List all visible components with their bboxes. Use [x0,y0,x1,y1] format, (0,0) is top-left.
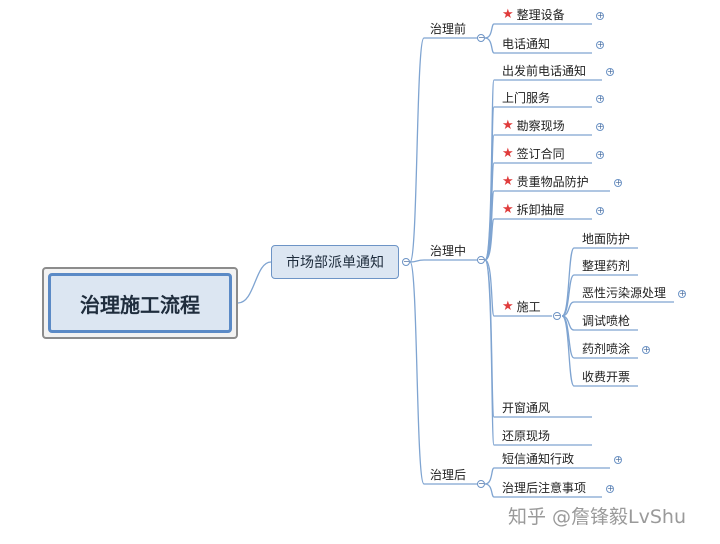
node-2-1-label: 治理后注意事项 [502,481,587,495]
node-0-1[interactable]: 电话通知 [502,37,550,51]
stage-collapse-icon-0[interactable]: − [477,33,485,42]
grandchild-node-3[interactable]: 调试喷枪 [582,314,630,328]
node-1-3[interactable]: ★签订合同 [502,146,565,162]
stage-node-2[interactable]: 治理后 [430,468,466,482]
node-1-1[interactable]: 上门服务 [502,91,550,105]
node-1-2[interactable]: ★勘察现场 [502,118,565,134]
node-1-6-label: 施工 [516,300,541,314]
grandchild-node-2[interactable]: 恶性污染源处理 [582,286,666,300]
connector-stage-1-child-8 [484,259,495,446]
main-node-dispatch[interactable]: 市场部派单通知 [271,245,399,279]
connector-grandchild-5 [561,315,575,387]
grandchild-node-4-label: 药剂喷涂 [582,342,631,356]
grandchild-node-5[interactable]: 收费开票 [582,370,630,384]
expand-plus-icon-1-3[interactable]: + [596,150,604,159]
node-1-8-label: 还原现场 [502,429,551,443]
connector-root-main [237,261,272,304]
root-node[interactable]: 治理施工流程 [42,267,238,339]
star-icon: ★ [502,299,514,314]
connector-grandchild-1 [561,274,575,317]
grandchild-expand-icon-4[interactable]: + [642,345,650,354]
node-2-0[interactable]: 短信通知行政 [502,452,574,466]
star-icon: ★ [502,146,514,161]
grandchild-node-5-label: 收费开票 [582,370,631,384]
grandchild-node-1[interactable]: 整理药剂 [582,259,630,273]
expand-plus-icon-1-5[interactable]: + [596,206,604,215]
node-0-0-label: 整理设备 [516,8,565,22]
stage-collapse-icon-2[interactable]: − [477,479,485,488]
main-collapse-icon[interactable]: − [402,257,410,266]
connector-stage-0-child-0 [484,23,495,39]
node-1-0[interactable]: 出发前电话通知 [502,64,586,78]
connector-stage-2-child-0 [484,467,495,485]
grandchild-node-4[interactable]: 药剂喷涂 [582,342,630,356]
connector-grandchild-0 [561,247,575,317]
connector-stage-1-child-5 [484,218,495,261]
node-2-0-label: 短信通知行政 [502,452,575,466]
grandchild-node-1-label: 整理药剂 [582,259,631,273]
connector-stage-0-child-1 [484,37,495,54]
node-0-1-label: 电话通知 [502,37,551,51]
grandchild-node-0-label: 地面防护 [582,232,631,246]
node-1-2-label: 勘察现场 [516,119,565,133]
grandchild-node-2-label: 恶性污染源处理 [582,286,667,300]
stage-collapse-icon-1[interactable]: − [477,255,485,264]
grandchild-expand-icon-2[interactable]: + [678,289,686,298]
star-icon: ★ [502,174,514,189]
node-1-3-label: 签订合同 [516,147,565,161]
connector-stage-1-child-6 [484,259,495,317]
node-1-7-label: 开窗通风 [502,401,551,415]
star-icon: ★ [502,7,514,22]
watermark: 知乎 @詹锋毅LvShu [508,506,687,528]
star-icon: ★ [502,202,514,217]
node-1-5-label: 拆卸抽屉 [516,203,565,217]
connector-stage-1 [409,259,425,263]
node-2-1[interactable]: 治理后注意事项 [502,481,586,495]
star-icon: ★ [502,118,514,133]
connector-stage-2 [409,261,425,485]
expand-plus-icon-1-2[interactable]: + [596,122,604,131]
node-1-4[interactable]: ★贵重物品防护 [502,174,589,190]
expand-plus-icon-2-0[interactable]: + [614,455,622,464]
node-1-5[interactable]: ★拆卸抽屉 [502,202,565,218]
expand-plus-icon-0-0[interactable]: + [596,11,604,20]
node-1-1-label: 上门服务 [502,91,551,105]
node-1-7[interactable]: 开窗通风 [502,401,550,415]
stage-node-0-label: 治理前 [430,22,467,36]
stage-node-0[interactable]: 治理前 [430,22,466,36]
expand-plus-icon-1-0[interactable]: + [606,67,614,76]
expand-plus-icon-1-4[interactable]: + [614,178,622,187]
grandchild-node-3-label: 调试喷枪 [582,314,631,328]
node-1-6[interactable]: ★施工 [502,299,541,315]
collapse-minus-icon-1-6[interactable]: − [553,311,561,320]
connector-stage-0 [409,37,425,263]
stage-node-1[interactable]: 治理中 [430,244,466,258]
connector-stage-2-child-1 [484,483,495,498]
node-1-0-label: 出发前电话通知 [502,64,587,78]
node-1-4-label: 贵重物品防护 [516,175,589,189]
node-1-8[interactable]: 还原现场 [502,429,550,443]
expand-plus-icon-1-1[interactable]: + [596,94,604,103]
node-0-0[interactable]: ★整理设备 [502,7,565,23]
stage-node-1-label: 治理中 [430,244,467,258]
stage-node-2-label: 治理后 [430,468,467,482]
expand-plus-icon-0-1[interactable]: + [596,40,604,49]
expand-plus-icon-2-1[interactable]: + [606,484,614,493]
grandchild-node-0[interactable]: 地面防护 [582,232,630,246]
root-node-title: 治理施工流程 [48,273,232,333]
